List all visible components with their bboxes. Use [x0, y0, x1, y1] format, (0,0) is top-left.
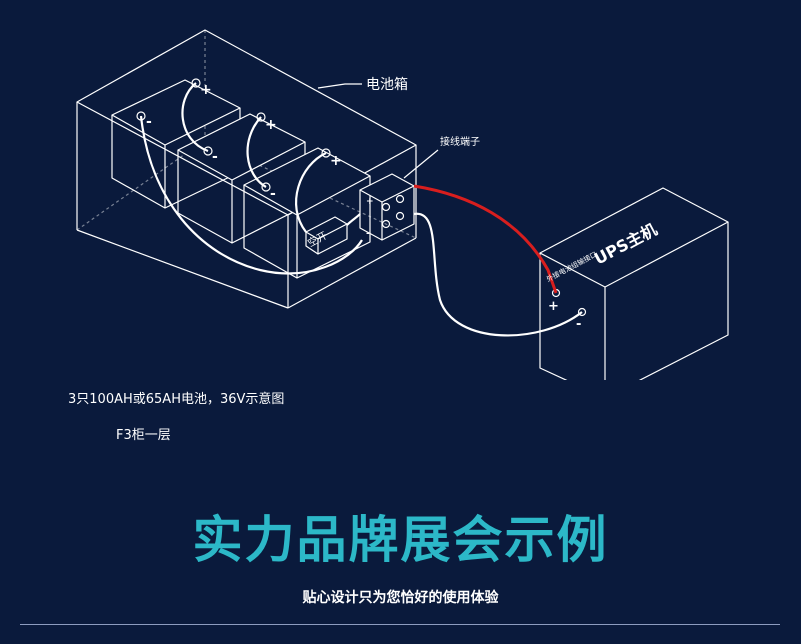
bottom-divider — [20, 624, 780, 625]
battery-ups-wiring-diagram: 电池箱 接线端子 UPS主机 外接电池组输接口 空开 + - + - + - +… — [76, 29, 729, 380]
battery-1-minus: - — [146, 114, 152, 130]
battery-2-minus: - — [212, 149, 218, 165]
terminal-plus: + — [366, 197, 374, 207]
battery-box-label: 电池箱 — [366, 77, 408, 93]
ups-port-plus: + — [548, 299, 559, 314]
breaker — [305, 216, 348, 255]
ups-unit — [539, 187, 729, 380]
battery-box — [76, 29, 417, 309]
battery-3-plus: + — [330, 153, 342, 169]
battery-3 — [243, 147, 371, 279]
terminal-minus: - — [366, 229, 370, 239]
section-subtitle: 贴心设计只为您恰好的使用体验 — [302, 590, 499, 606]
battery-2-plus: + — [265, 117, 277, 133]
red-positive-wire — [413, 184, 558, 294]
section-headline: 实力品牌展会示例 — [192, 511, 609, 569]
battery-3-minus: - — [270, 186, 276, 202]
ups-port-minus: - — [576, 317, 581, 332]
diagram-caption-line1: 3只100AH或65AH电池，36V示意图 — [68, 392, 285, 407]
battery-1-plus: + — [200, 82, 212, 98]
diagram-caption-line2: F3柜一层 — [116, 428, 171, 443]
terminal-block-label: 接线端子 — [440, 135, 480, 148]
white-wires — [139, 82, 583, 337]
battery-box-leader — [317, 83, 362, 89]
